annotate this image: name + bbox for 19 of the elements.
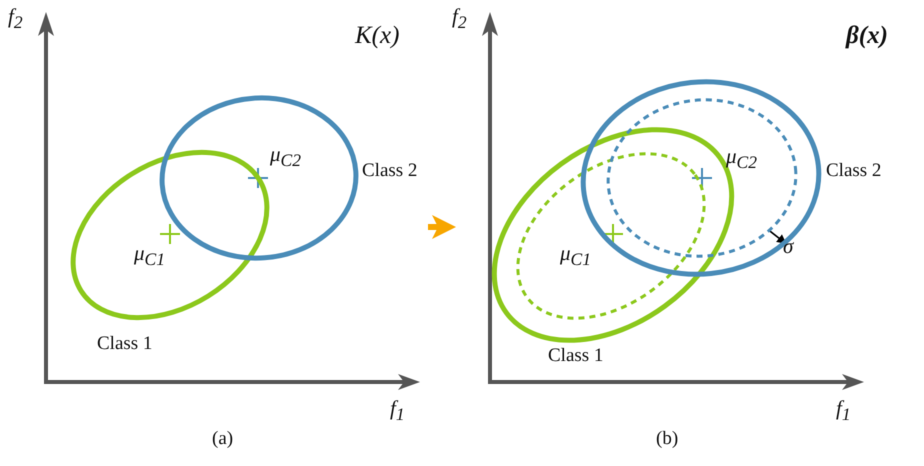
math-label: μ$_{C1}$ — [560, 243, 591, 269]
panel-title: β(x) — [846, 22, 888, 50]
class-label: Class 1 — [548, 345, 604, 367]
math-label: μ$_{C2}$ — [270, 144, 301, 170]
math-label: f$_{2}$ — [452, 6, 467, 32]
arrow — [428, 215, 456, 239]
arrow — [768, 230, 787, 244]
class-label: Class 1 — [97, 333, 152, 355]
math-label: f$_{1}$ — [836, 398, 851, 424]
panel-caption: (b) — [656, 428, 678, 450]
panel-caption: (a) — [212, 428, 234, 450]
class-label: Class 2 — [362, 160, 418, 182]
math-label: σ — [783, 236, 794, 257]
math-label: μ$_{C1}$ — [134, 243, 165, 269]
math-label: f$_{1}$ — [390, 398, 405, 424]
panel-title: K(x) — [355, 22, 400, 50]
math-label: f$_{2}$ — [8, 6, 23, 32]
math-label: μ$_{C2}$ — [726, 146, 757, 172]
class-label: Class 2 — [826, 160, 882, 182]
